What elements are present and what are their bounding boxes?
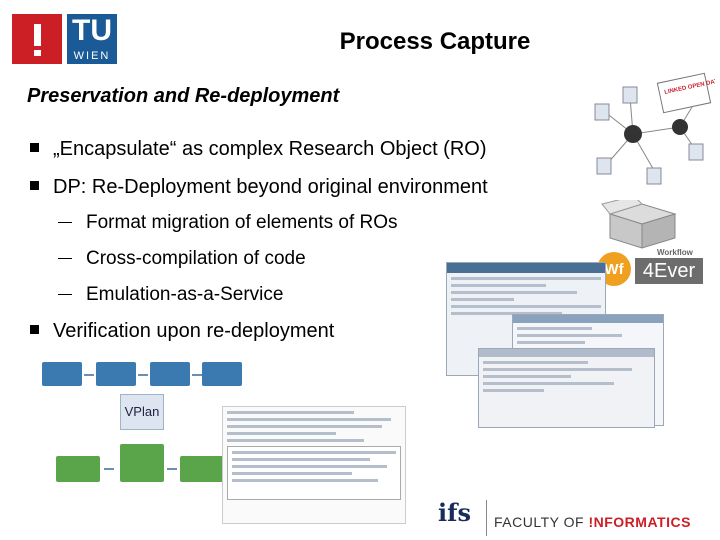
subbullet-text: Cross-compilation of code (86, 248, 306, 269)
informatics-text: !NFORMATICS (588, 514, 691, 530)
bullet-text: „Encapsulate“ as complex Research Object… (53, 138, 487, 160)
square-bullet-icon (30, 143, 39, 153)
vplan-document-excerpt (222, 406, 406, 524)
square-bullet-icon (30, 325, 39, 335)
footer-divider (486, 500, 487, 536)
logo-wien-text: WIEN (73, 50, 111, 62)
dash-bullet-icon (58, 258, 72, 260)
emulation-screenshot-front (478, 348, 655, 428)
vplan-flow-diagram: VPlan (42, 356, 252, 488)
flow-step-box (120, 444, 164, 482)
dash-bullet-icon (58, 222, 72, 224)
subbullet-text: Format migration of elements of ROs (86, 212, 398, 233)
subbullet-text: Emulation-as-a-Service (86, 284, 284, 305)
faculty-of-informatics-logo: FACULTY OF !NFORMATICS (494, 514, 691, 530)
slide-title: Process Capture (339, 28, 531, 55)
workflow4ever-logo: Wf Workflow 4Ever (597, 248, 705, 290)
flow-arrow (84, 374, 94, 376)
bullet-text: DP: Re-Deployment beyond original enviro… (53, 176, 488, 198)
tu-wien-logo: TU WIEN (67, 14, 117, 64)
workflow-label: Workflow (657, 248, 693, 257)
subbullet-format-migration: Format migration of elements of ROs (58, 212, 398, 234)
slide-subtitle: Preservation and Re-deployment (27, 85, 340, 107)
bullet-redeployment: DP: Re-Deployment beyond original enviro… (30, 176, 488, 199)
dash-bullet-icon (58, 294, 72, 296)
subbullet-cross-compilation: Cross-compilation of code (58, 248, 306, 270)
vplan-box: VPlan (120, 394, 164, 430)
flow-arrow (138, 374, 148, 376)
open-box-icon (601, 200, 677, 249)
flow-step-box (42, 362, 82, 386)
workflow-brand: 4Ever (635, 258, 703, 284)
flow-step-box (180, 456, 224, 482)
bullet-text: Verification upon re-deployment (53, 320, 335, 342)
bullet-encapsulate: „Encapsulate“ as complex Research Object… (30, 138, 487, 161)
logo-tu-text: TU (72, 14, 112, 47)
flow-step-box (96, 362, 136, 386)
flow-step-box (202, 362, 242, 386)
subbullet-emulation: Emulation-as-a-Service (58, 284, 283, 306)
flow-step-box (56, 456, 100, 482)
flow-arrow (192, 374, 202, 376)
exclamation-logo (12, 14, 62, 64)
bullet-verification: Verification upon re-deployment (30, 320, 334, 343)
flow-step-box (150, 362, 190, 386)
flow-arrow (104, 468, 114, 470)
faculty-of-text: FACULTY OF (494, 514, 585, 530)
research-object-network-icon: LINKED OPEN DATA (594, 72, 715, 185)
wf-abbrev: Wf (604, 261, 624, 278)
ifs-logo: ifs (438, 498, 471, 527)
flow-arrow (167, 468, 177, 470)
square-bullet-icon (30, 181, 39, 191)
